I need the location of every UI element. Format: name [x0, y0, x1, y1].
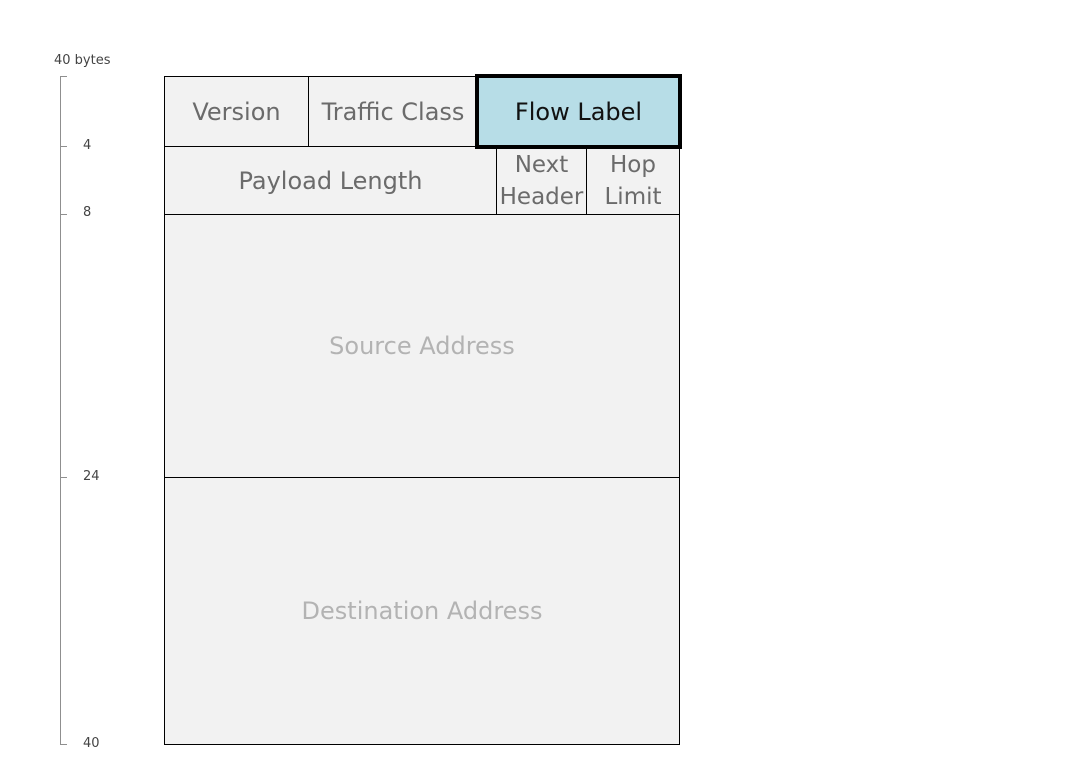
byte-scale-tick-40 [60, 744, 67, 745]
source-address-label: Source Address [329, 332, 515, 360]
byte-scale-label-4: 4 [83, 138, 92, 153]
destination-address-field: Destination Address [164, 477, 680, 745]
byte-scale-tick-8 [60, 214, 67, 215]
traffic-class-field: Traffic Class [308, 76, 478, 147]
version-field: Version [164, 76, 309, 147]
byte-scale-label-40: 40 [83, 736, 100, 751]
next-header-label-line2: Header [499, 183, 584, 210]
payload-length-label: Payload Length [238, 167, 423, 195]
byte-scale-title: 40 bytes [54, 53, 111, 68]
byte-scale-tick-24 [60, 477, 67, 478]
hop-limit-field: Hop Limit [586, 146, 680, 215]
destination-address-label: Destination Address [301, 597, 543, 625]
traffic-class-label: Traffic Class [321, 97, 465, 126]
version-label: Version [192, 97, 281, 126]
hop-limit-label-line2: Limit [604, 183, 662, 210]
next-header-label-line1: Next [514, 151, 569, 178]
byte-scale-tick-0 [60, 76, 67, 77]
flow-label-label: Flow Label [514, 97, 643, 126]
byte-scale-label-8: 8 [83, 205, 92, 220]
payload-length-field: Payload Length [164, 146, 497, 216]
byte-scale-axis [60, 76, 61, 744]
flow-label-field: Flow Label [475, 74, 682, 149]
source-address-field: Source Address [164, 214, 680, 478]
hop-limit-label-line1: Hop [610, 151, 656, 178]
byte-scale-tick-4 [60, 146, 67, 147]
byte-scale-label-24: 24 [83, 469, 100, 484]
next-header-field: Next Header [496, 146, 587, 215]
